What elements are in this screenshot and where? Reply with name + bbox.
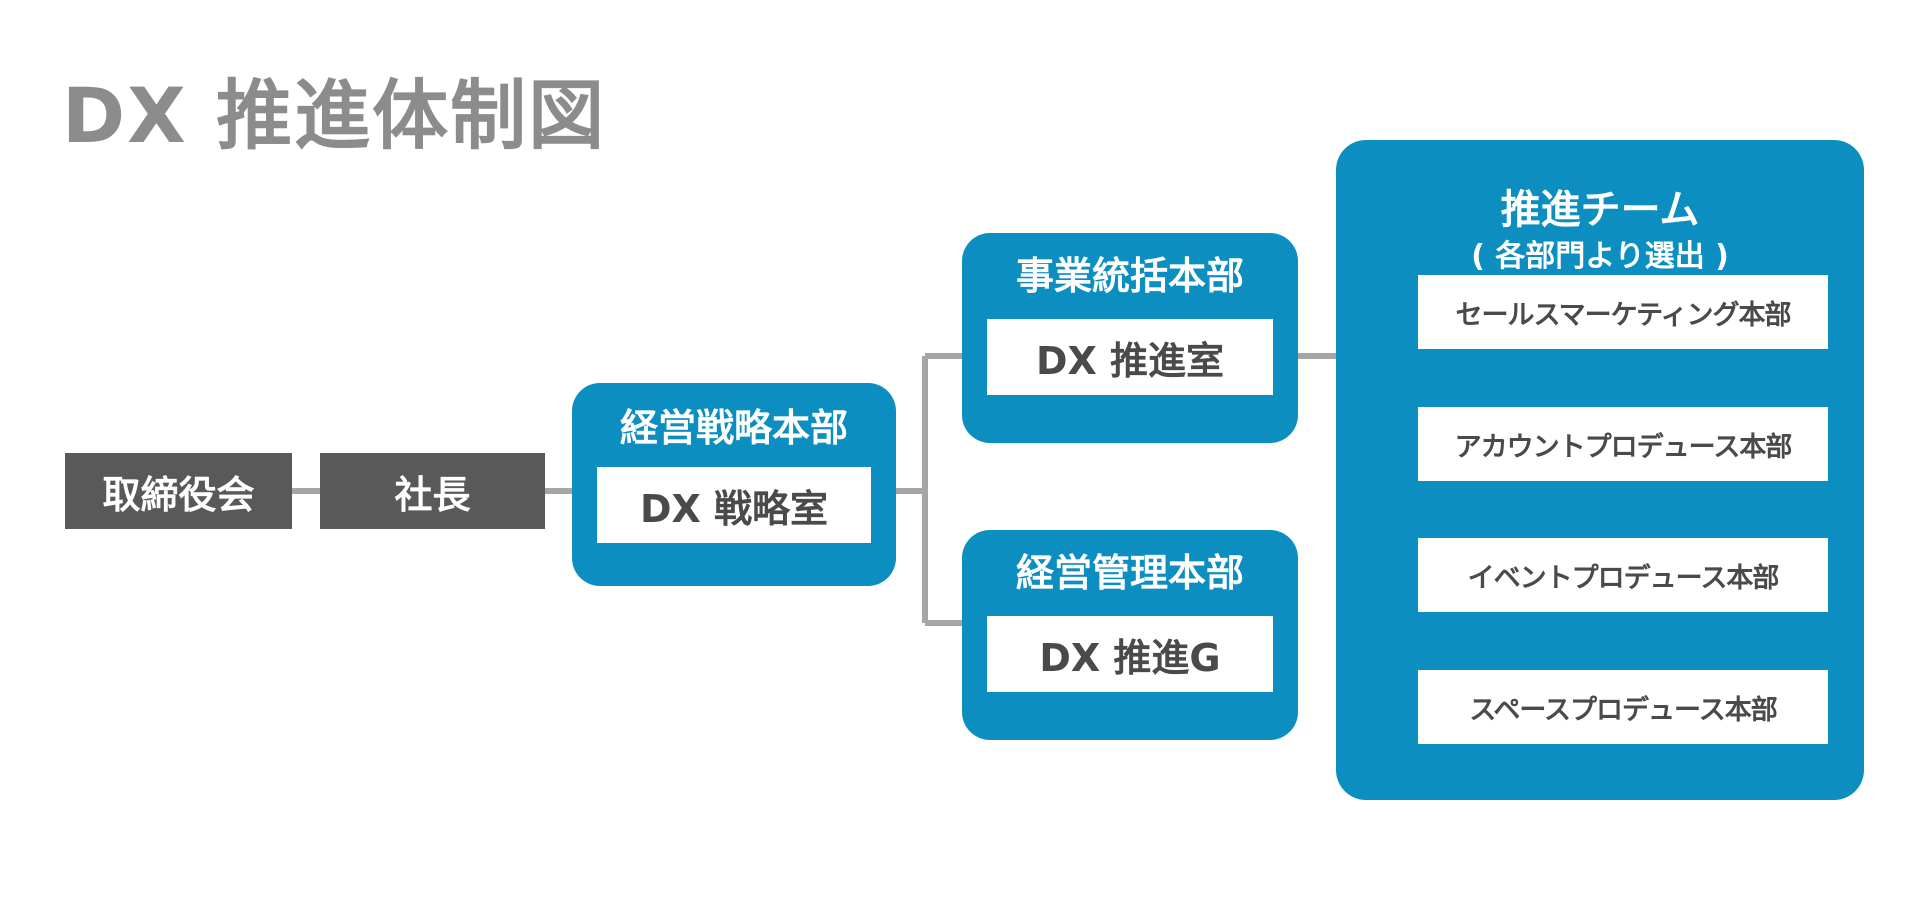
dx-promotion-office-box: DX 推進室 <box>987 319 1273 395</box>
admin-hq-label: 経営管理本部 <box>1015 551 1244 595</box>
business-hq-label: 事業統括本部 <box>1015 254 1244 298</box>
board-box: 取締役会 <box>65 453 292 529</box>
promotion-team-title: 推進チーム <box>1500 187 1700 233</box>
team-member-account-produce: アカウントプロデュース本部 <box>1418 407 1828 481</box>
admin-hq-group: 経営管理本部 DX 推進G <box>962 530 1298 740</box>
promotion-team-group: 推進チーム ( 各部門より選出 ) セールスマーケティング本部 アカウントプロデ… <box>1336 140 1864 800</box>
president-box: 社長 <box>320 453 545 529</box>
dx-promotion-group-box: DX 推進G <box>987 616 1273 692</box>
strategy-hq-group: 経営戦略本部 DX 戦略室 <box>572 383 896 586</box>
page-title: DX 推進体制図 <box>62 71 607 160</box>
team-member-space-produce: スペースプロデュース本部 <box>1418 670 1828 744</box>
team-member-sales-marketing: セールスマーケティング本部 <box>1418 275 1828 349</box>
team-member-event-produce: イベントプロデュース本部 <box>1418 538 1828 612</box>
business-hq-group: 事業統括本部 DX 推進室 <box>962 233 1298 443</box>
promotion-team-subtitle: ( 各部門より選出 ) <box>1471 239 1729 274</box>
dx-strategy-office-box: DX 戦略室 <box>597 467 871 543</box>
strategy-hq-label: 経営戦略本部 <box>619 406 848 450</box>
